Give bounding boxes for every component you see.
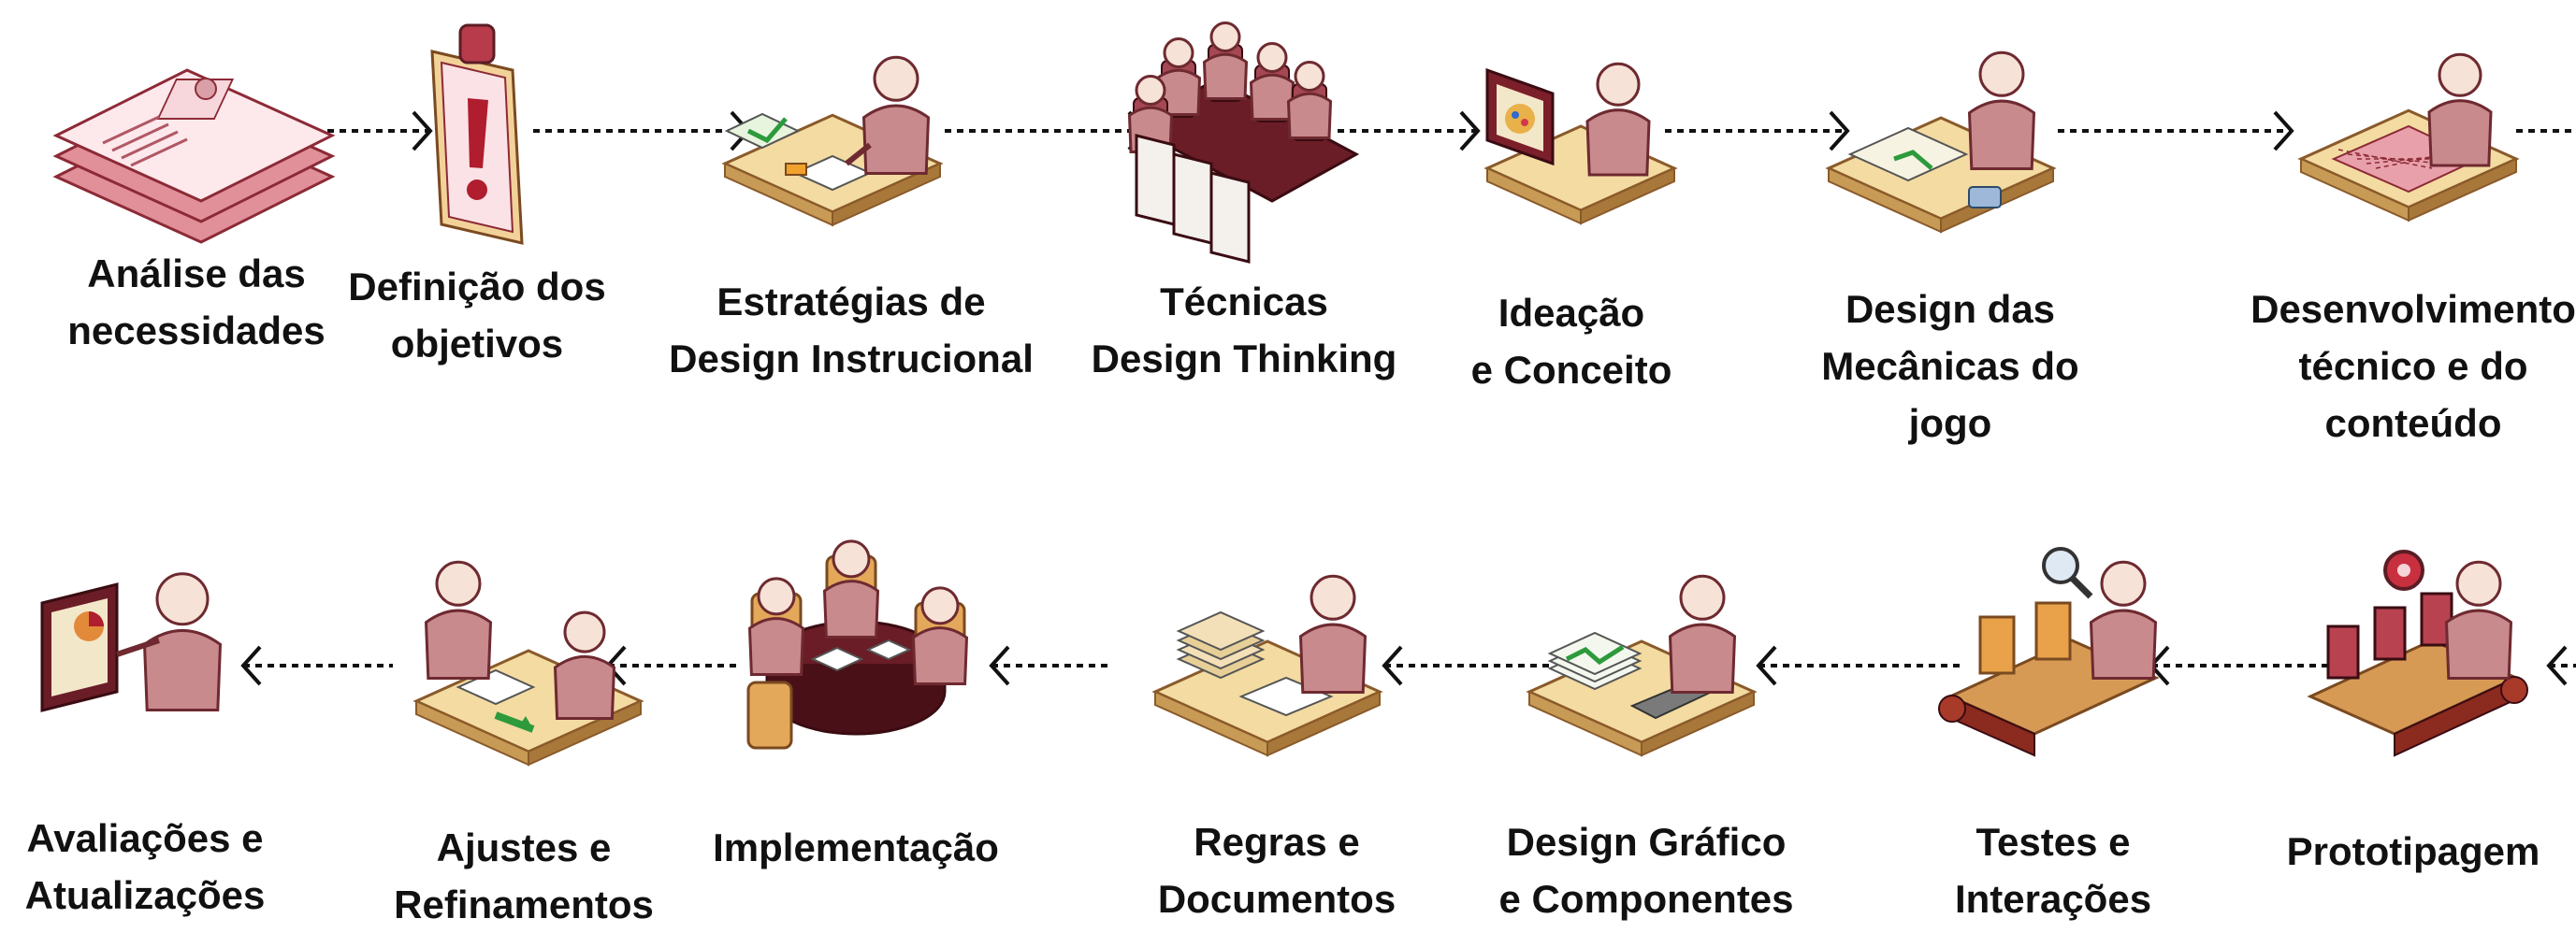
top-row-step-label: Análise das necessidades (67, 245, 326, 359)
arrowhead-left-icon (240, 645, 262, 686)
presentation-icon (40, 572, 223, 712)
label-line: Design Gráfico (1506, 820, 1787, 864)
bottom-row-step-label: Implementação (713, 819, 999, 876)
label-line: Estratégias de (716, 280, 986, 323)
bottom-row-step-label: Avaliações e Atualizações (25, 810, 266, 924)
conveyor-inspect-icon (1938, 547, 2160, 757)
round-table-icon (746, 539, 969, 750)
label-line: objetivos (390, 322, 564, 366)
label-line: Interações (1954, 877, 2152, 921)
desk-worker-icon (721, 55, 944, 227)
label-line: Atualizações (24, 873, 266, 917)
label-line: e Componentes (1498, 877, 1794, 921)
arrowhead-right-icon (412, 110, 433, 151)
arrowhead-left-icon (2546, 645, 2568, 686)
clipboard-alert-icon (430, 23, 524, 245)
label-line: conteúdo (2324, 401, 2502, 445)
label-line: Prototipagem (2286, 829, 2540, 873)
handshake-desk-icon (412, 560, 644, 767)
label-line: Ajustes e (436, 825, 612, 869)
top-row-step-label: Ideação e Conceito (1471, 284, 1672, 398)
label-line: Design Thinking (1091, 337, 1397, 380)
arrowhead-right-icon (1829, 110, 1850, 151)
documents-icon (52, 68, 336, 244)
bottom-row-step-label: Prototipagem (2287, 823, 2540, 880)
arrowhead-right-icon (1459, 110, 1481, 151)
arrowhead-left-icon (1756, 645, 1777, 686)
label-line: Regras e (1194, 820, 1360, 864)
monitor-desk-icon (1483, 62, 1678, 225)
label-line: Mecânicas do (1821, 344, 2079, 388)
label-line: Desenvolvimento (2250, 287, 2576, 331)
label-line: necessidades (67, 309, 326, 352)
bottom-row-step-label: Testes e Interações (1955, 813, 2151, 927)
arrowhead-right-icon (2273, 110, 2294, 151)
bottom-row-step-label: Regras e Documentos (1158, 813, 1396, 927)
label-line: Refinamentos (394, 883, 654, 926)
bottom-row-step-label: Design Gráfico e Componentes (1498, 813, 1793, 927)
label-line: Avaliações e (26, 816, 264, 860)
label-line: Implementação (713, 825, 999, 869)
label-line: Análise das (87, 251, 306, 295)
label-line: técnico e do (2298, 344, 2528, 388)
meeting-table-icon (1127, 22, 1360, 264)
label-line: Técnicas (1160, 280, 1328, 323)
label-line: Ideação (1498, 291, 1645, 335)
arrowhead-left-icon (1382, 645, 1403, 686)
label-line: Documentos (1157, 877, 1397, 921)
label-line: Design Instrucional (669, 337, 1034, 380)
label-line: Design das (1845, 287, 2056, 331)
top-row-step-label: Desenvolvimento técnico e do conteúdo (2250, 280, 2576, 452)
drafting-desk-icon (1825, 50, 2057, 234)
top-row-step-label: Estratégias de Design Instrucional (669, 273, 1034, 387)
arrowhead-left-icon (989, 645, 1010, 686)
label-line: Testes e (1975, 820, 2131, 864)
chart-desk-icon (1526, 574, 1758, 757)
top-row-step-label: Definição dos objetivos (348, 258, 605, 372)
conveyor-gear-icon (2307, 550, 2528, 757)
label-line: jogo (1908, 401, 1992, 445)
blueprint-desk-icon (2297, 52, 2520, 222)
label-line: Definição dos (348, 265, 606, 309)
bottom-row-step-label: Ajustes e Refinamentos (394, 819, 654, 933)
paperwork-desk-icon (1151, 574, 1383, 757)
label-line: e Conceito (1470, 348, 1672, 392)
